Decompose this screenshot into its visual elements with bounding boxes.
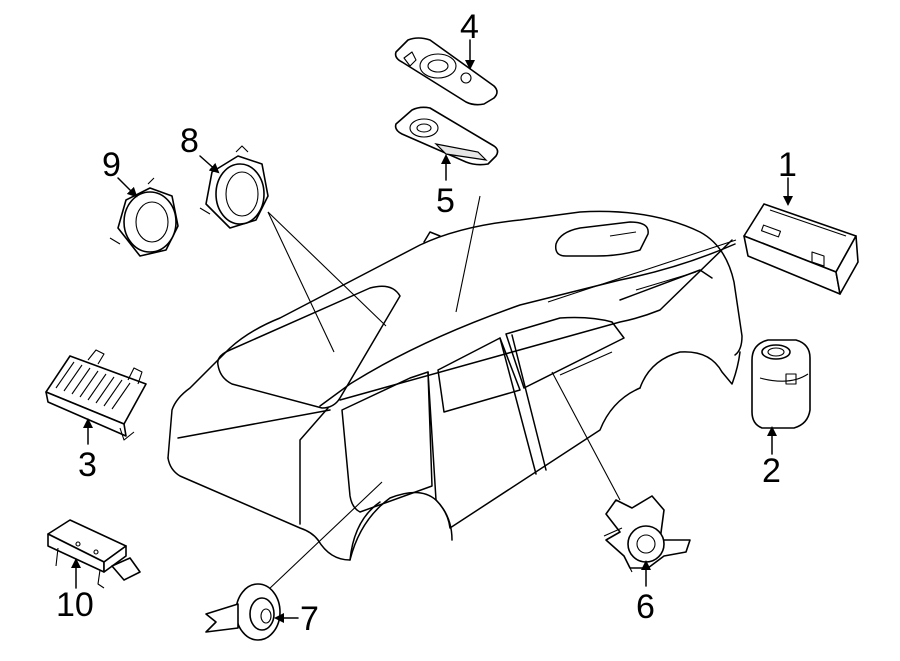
vehicle-body-outline: [167, 210, 743, 561]
callout-9: 9: [102, 146, 121, 184]
callout-8: 8: [180, 122, 199, 160]
part-7-speaker: [205, 583, 281, 641]
callout-labels: 1 2 3 4 5 6 7 8 9 10: [56, 8, 797, 638]
callout-3: 3: [78, 446, 97, 484]
callout-1: 1: [778, 146, 797, 184]
part-6-speaker: [603, 495, 691, 573]
part-5-tray: [394, 106, 499, 166]
callout-2: 2: [762, 452, 781, 490]
part-9-speaker: [109, 177, 179, 257]
part-1-module: [743, 203, 859, 295]
callout-4: 4: [460, 8, 479, 46]
callout-arrows: [71, 39, 793, 623]
part-4-tray: [394, 37, 498, 106]
callout-10: 10: [56, 586, 94, 624]
callout-7: 7: [300, 600, 319, 638]
part-10-module: [47, 519, 141, 589]
leader-lines: [267, 195, 737, 591]
part-2-canister: [751, 339, 811, 429]
part-8-speaker: [199, 145, 269, 229]
callout-6: 6: [636, 588, 655, 626]
part-3-amplifier: [45, 349, 147, 441]
callout-5: 5: [436, 182, 455, 220]
